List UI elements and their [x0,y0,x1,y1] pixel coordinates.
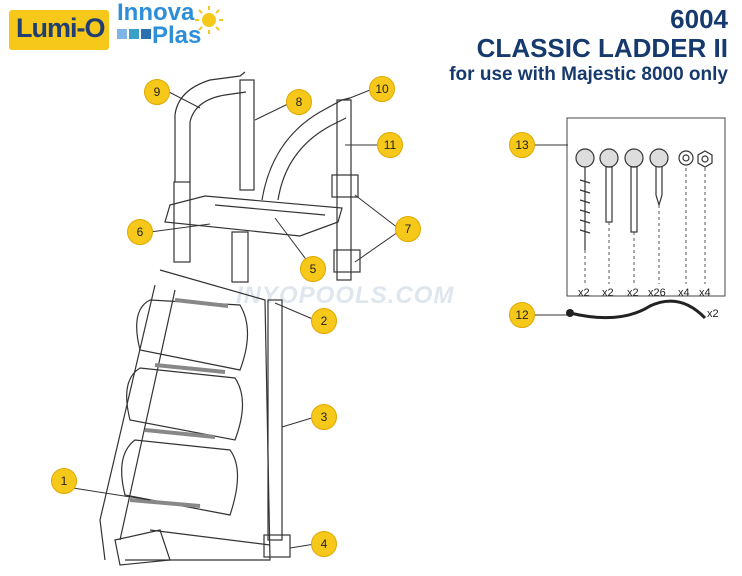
hardware-dashes [584,168,706,284]
hardware-box [566,117,726,297]
qty-label: x4 [678,287,690,299]
clamp-lower [333,249,361,273]
callout-1: 1 [51,468,77,494]
callout-2: 2 [311,308,337,334]
qty-label: x26 [648,287,666,299]
qty-label: x4 [699,287,711,299]
handrail-right [261,97,351,201]
post-left [239,79,255,191]
leader-lines [72,89,568,549]
lumio-logo-text: Lumi-O [16,13,105,43]
callout-10: 10 [369,76,395,102]
logo-chip-icon [129,29,139,39]
hardware-screws [575,148,713,250]
platform [164,195,343,237]
ladder-body [99,71,361,566]
qty-label: x2 [602,287,614,299]
callout-9: 9 [144,79,170,105]
callout-12: 12 [509,302,535,328]
cable-qty-label: x2 [707,308,719,320]
callout-5: 5 [300,256,326,282]
qty-label: x2 [627,287,639,299]
step-frame [125,269,271,561]
lumio-logo: Lumi-O [9,10,109,50]
logo-chip-icon [141,29,151,39]
innova-logo-text: Innova [117,0,195,26]
product-subtitle: for use with Majestic 8000 only [449,64,728,85]
part-number: 6004 [670,4,728,34]
post-right [336,99,352,281]
qty-label: x2 [578,287,590,299]
main-post [267,299,283,541]
base-foot [263,534,291,558]
callout-6: 6 [127,219,153,245]
plas-logo-text: Plas [152,22,202,49]
callout-13: 13 [509,132,535,158]
callout-4: 4 [311,531,337,557]
cable-plug-icon [566,309,574,317]
watermark: INYOPOOLS.COM [236,282,455,309]
cable [569,299,707,320]
sun-icon [195,6,223,34]
callout-3: 3 [311,404,337,430]
callout-7: 7 [395,216,421,242]
handrail-left [174,71,246,182]
product-title: CLASSIC LADDER II [476,33,728,63]
callout-11: 11 [377,132,403,158]
clamp-upper [331,174,359,198]
callout-8: 8 [286,89,312,115]
logo-chip-icon [117,29,127,39]
